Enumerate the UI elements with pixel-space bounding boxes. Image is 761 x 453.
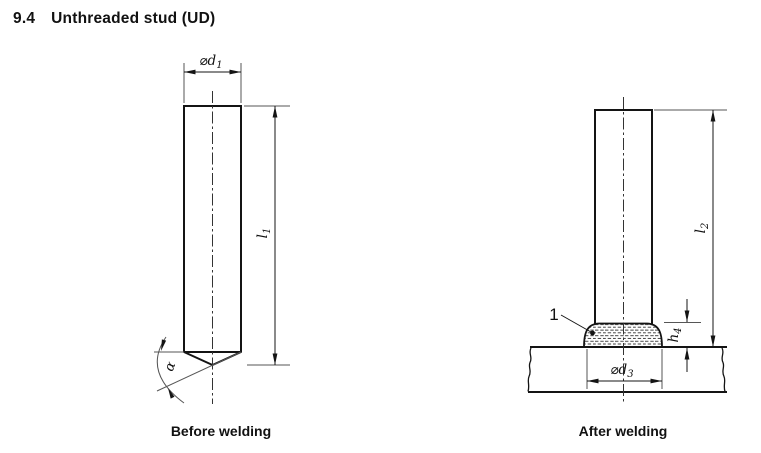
dimension-alpha <box>154 336 242 404</box>
section-number: 9.4 <box>13 10 36 27</box>
dim-label-h4: h4 <box>666 327 684 342</box>
dimension-d3 <box>586 349 663 389</box>
dim-label-d3: ⌀d3 <box>610 362 633 380</box>
weld-collar <box>583 322 663 348</box>
section-heading: 9.4 Unthreaded stud (UD) <box>13 10 215 28</box>
figure-before-welding: ⌀d1 l1 α <box>154 53 290 404</box>
caption-before-welding: Before welding <box>170 423 272 439</box>
dimension-d1 <box>183 63 242 103</box>
dimension-l2 <box>654 109 727 347</box>
plate-break-line-right <box>721 347 726 392</box>
plate-break-line-left <box>527 347 532 392</box>
dimension-h4 <box>664 299 701 372</box>
dim-label-d1: ⌀d1 <box>199 53 222 71</box>
caption-after-welding: After welding <box>578 423 668 439</box>
dimension-l1 <box>244 105 290 366</box>
stud-outline <box>594 109 653 324</box>
dim-label-alpha: α <box>161 359 179 373</box>
leader-dot <box>590 330 595 336</box>
dim-label-l1: l1 <box>255 228 273 239</box>
ref-label-1: 1 <box>549 305 558 324</box>
figure-after-welding: 1 h4 l2 ⌀d3 <box>527 97 727 403</box>
dim-label-l2: l2 <box>693 223 711 234</box>
weld-collar-reference <box>560 314 595 336</box>
section-title: Unthreaded stud (UD) <box>51 10 216 27</box>
